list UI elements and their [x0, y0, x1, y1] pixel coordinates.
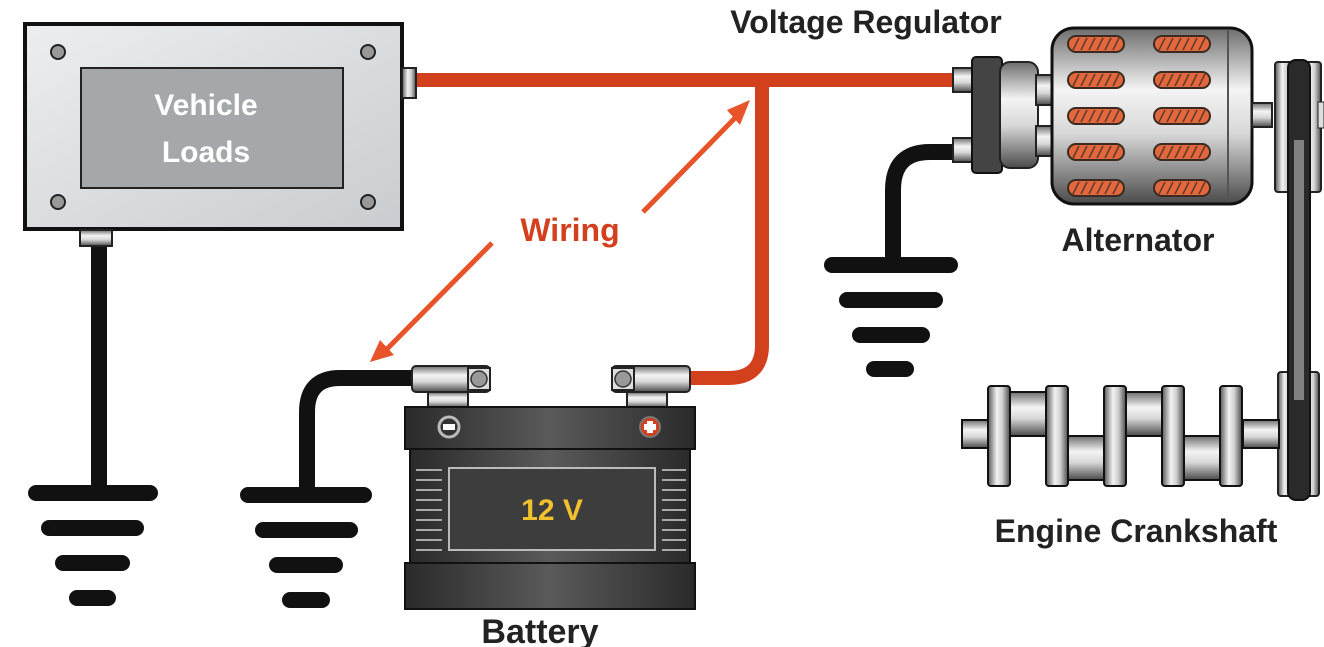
wiring-arrow-down — [370, 241, 494, 362]
winding-stripe — [1096, 37, 1104, 51]
engine-crankshaft-label: Engine Crankshaft — [995, 513, 1278, 549]
arrowhead-icon — [370, 340, 394, 362]
winding-stripe — [1072, 145, 1080, 159]
engine-crankshaft — [961, 385, 1280, 487]
winding-stripe — [1096, 109, 1104, 123]
winding-stripe — [1174, 37, 1182, 51]
winding-stripe — [1088, 145, 1096, 159]
winding-stripe — [1104, 145, 1112, 159]
winding-stripe — [1182, 109, 1190, 123]
winding-stripe — [1072, 37, 1080, 51]
vehicle-loads-label-line2: Loads — [162, 136, 250, 169]
winding-stripe — [1072, 73, 1080, 87]
winding-stripe — [1096, 73, 1104, 87]
winding-stripe — [1190, 109, 1198, 123]
winding-stripe — [1166, 145, 1174, 159]
winding-stripe — [1104, 181, 1112, 195]
winding-stripe — [1190, 37, 1198, 51]
winding-stripe — [1088, 73, 1096, 87]
winding-stripe — [1080, 181, 1088, 195]
arrowhead-icon — [727, 100, 750, 125]
winding-stripe — [1166, 37, 1174, 51]
positive-wire — [415, 73, 960, 385]
winding-stripe — [1166, 109, 1174, 123]
winding-stripe — [1182, 181, 1190, 195]
alternator-label: Alternator — [1062, 222, 1215, 258]
battery — [404, 365, 696, 610]
winding-stripe — [1080, 109, 1088, 123]
vehicle-loads-label-line1: Vehicle — [154, 89, 257, 122]
battery-voltage-label: 12 V — [521, 494, 583, 527]
vehicle-loads-box — [23, 22, 417, 247]
alternator-windings — [1067, 35, 1211, 197]
winding-stripe — [1198, 37, 1206, 51]
positive-terminal-icon — [639, 416, 661, 438]
winding-stripe — [1072, 109, 1080, 123]
battery-vent-lines-right — [662, 469, 686, 551]
ground-symbol-loads — [28, 485, 158, 606]
winding-stripe — [1072, 181, 1080, 195]
winding-stripe — [1104, 73, 1112, 87]
winding-stripe — [1088, 37, 1096, 51]
wiring-label: Wiring — [520, 212, 619, 248]
winding-stripe — [1182, 145, 1190, 159]
winding-stripe — [1174, 145, 1182, 159]
winding-stripe — [1198, 145, 1206, 159]
winding-stripe — [1174, 73, 1182, 87]
winding-stripe — [1182, 37, 1190, 51]
ground-symbol-alternator — [824, 257, 958, 377]
winding-stripe — [1198, 109, 1206, 123]
voltage-regulator — [952, 56, 1053, 174]
ground-wires — [91, 144, 958, 492]
winding-stripe — [1096, 181, 1104, 195]
winding-stripe — [1158, 181, 1166, 195]
winding-stripe — [1190, 181, 1198, 195]
winding-stripe — [1198, 181, 1206, 195]
winding-stripe — [1080, 73, 1088, 87]
negative-terminal-icon — [437, 415, 461, 439]
winding-stripe — [1198, 73, 1206, 87]
winding-stripe — [1166, 181, 1174, 195]
winding-stripe — [1104, 109, 1112, 123]
winding-stripe — [1174, 109, 1182, 123]
winding-stripe — [1158, 109, 1166, 123]
wiring-arrow-up — [641, 100, 750, 214]
winding-stripe — [1088, 181, 1096, 195]
ground-symbol-battery — [240, 487, 372, 608]
voltage-regulator-label: Voltage Regulator — [730, 4, 1001, 40]
winding-stripe — [1158, 37, 1166, 51]
winding-stripe — [1112, 73, 1120, 87]
winding-stripe — [1104, 37, 1112, 51]
winding-stripe — [1166, 73, 1174, 87]
winding-stripe — [1182, 73, 1190, 87]
winding-stripe — [1112, 181, 1120, 195]
winding-stripe — [1080, 37, 1088, 51]
winding-stripe — [1112, 37, 1120, 51]
winding-stripe — [1190, 145, 1198, 159]
winding-stripe — [1158, 73, 1166, 87]
winding-stripe — [1112, 145, 1120, 159]
winding-stripe — [1096, 145, 1104, 159]
battery-vent-lines-left — [416, 469, 442, 551]
winding-stripe — [1190, 73, 1198, 87]
winding-stripe — [1112, 109, 1120, 123]
winding-stripe — [1174, 181, 1182, 195]
winding-stripe — [1158, 145, 1166, 159]
winding-stripe — [1080, 145, 1088, 159]
battery-label: Battery — [481, 613, 598, 647]
drive-belt — [1274, 59, 1324, 501]
winding-stripe — [1088, 109, 1096, 123]
